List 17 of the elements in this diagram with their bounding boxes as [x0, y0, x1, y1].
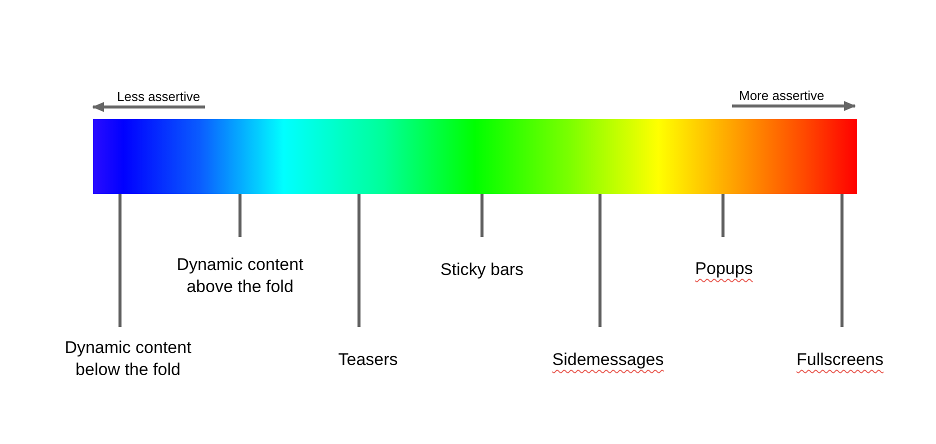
leader-line [118, 194, 122, 327]
direction-label: Less assertive [117, 89, 200, 105]
leader-line [358, 194, 360, 327]
spectrum-label: Sticky bars [440, 259, 524, 281]
direction-label: More assertive [739, 88, 824, 104]
leader-line [840, 194, 844, 327]
spectrum-label: Teasers [338, 349, 398, 371]
spectrum-label: Fullscreens [796, 349, 884, 371]
leader-line [598, 194, 602, 327]
spectrum-label: Popups [695, 258, 753, 280]
spectrum-label: Dynamic content below the fold [53, 337, 203, 381]
spectrum-label: Dynamic content above the fold [165, 254, 315, 298]
leader-line [480, 194, 484, 237]
spectrum-label: Sidemessages [552, 349, 664, 371]
color-gradient-bar [93, 119, 857, 194]
leader-line [722, 194, 724, 237]
leader-line [238, 194, 242, 237]
